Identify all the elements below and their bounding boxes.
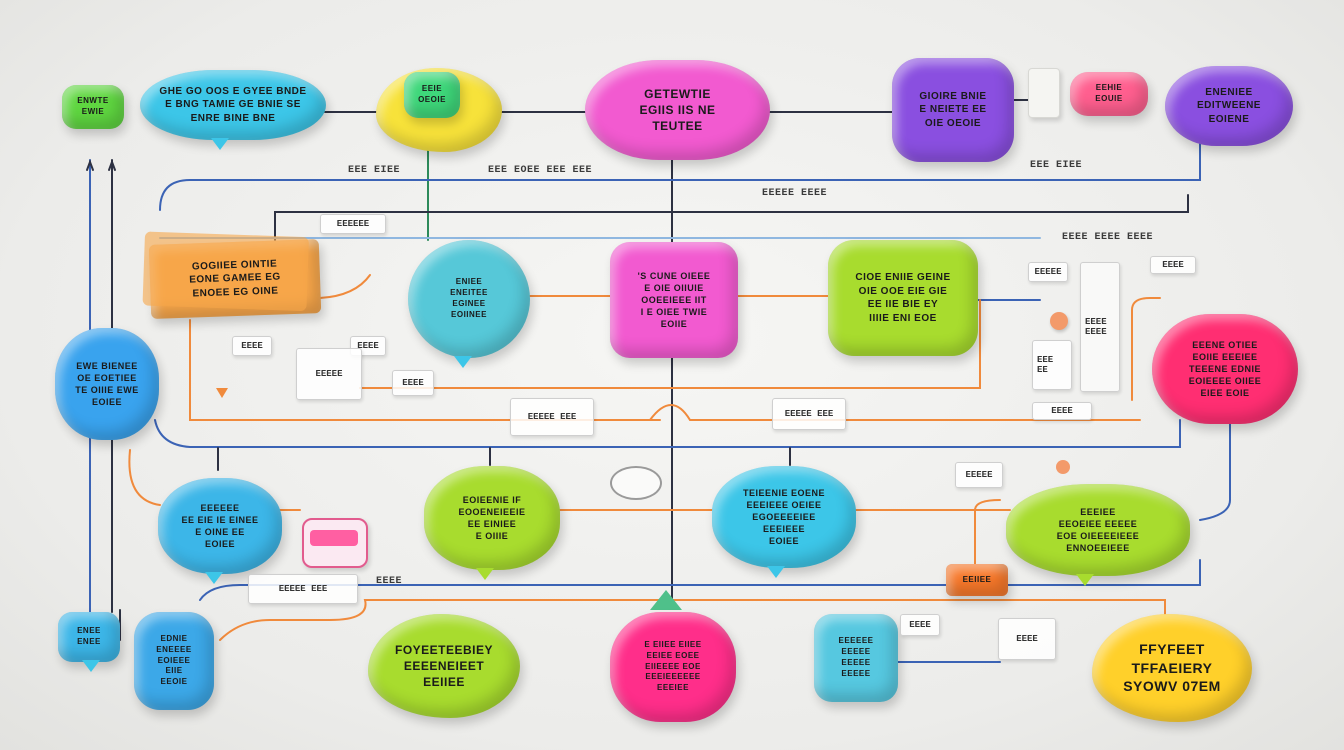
status-dot-icon — [1050, 312, 1068, 330]
flow-node[interactable]: EOIEENIE IF EOOENEIEEIE EE EINIEE E OIII… — [424, 466, 560, 580]
flow-node[interactable]: ENEE ENEE — [58, 612, 120, 672]
wire — [649, 404, 1141, 421]
flow-node[interactable]: GIOIRE BNIE E NEIETE EE OIE OEOIE — [892, 58, 1014, 162]
link-icon — [610, 466, 662, 500]
flow-node[interactable]: CIOE ENIIE GEINE OIE OOE EIE GIE EE IIE … — [828, 240, 978, 356]
flow-node[interactable]: GOGIIEE OINTIE EONE GAMEE EG ENOEE EG OI… — [148, 239, 322, 319]
wire — [1199, 419, 1231, 521]
flow-node[interactable]: GETEWTIE EGIIS IIS NE TEUTEE — [585, 60, 770, 160]
annotation-note: EEEE — [392, 370, 434, 396]
chat-bubble-icon — [302, 518, 368, 568]
annotation-note: EEEE — [1032, 402, 1092, 420]
status-dot-icon — [1056, 460, 1070, 474]
wire — [86, 159, 94, 171]
flow-node[interactable]: FOYEETEEBIEY EEEENEIEET EEIIEE — [368, 614, 520, 718]
annotation-note: EEEE — [900, 614, 940, 636]
flow-node[interactable]: EDNIE ENEEEE EOIEEE EIIE EEOIE — [134, 612, 214, 710]
annotation-note: EEEEE EEE — [510, 398, 594, 436]
chat-bubble-fill — [310, 530, 358, 546]
flow-node[interactable]: EEENE OTIEE EOIIE EEEIEE TEEENE EDNIE EO… — [1152, 314, 1298, 424]
annotation-note: EEEEE — [1028, 262, 1068, 282]
sticky-note-icon — [1028, 68, 1060, 118]
wire — [359, 299, 981, 389]
wire — [974, 499, 1001, 566]
connector-label: EEEEE EEEE — [762, 188, 828, 199]
connector-label: EEE EIEE — [348, 165, 401, 176]
flow-node[interactable]: EEIE OEOIE — [404, 72, 460, 118]
wire — [219, 599, 1166, 641]
arrow-down-icon — [216, 388, 228, 398]
flow-node[interactable]: EEEEEE EEEEE EEEEE EEEEE — [814, 614, 898, 702]
flow-node[interactable]: FFYFEET TFFAEIERY SYOWV 07EM — [1092, 614, 1252, 722]
wire — [274, 194, 1189, 241]
flow-node[interactable]: EEEEEE EE EIE IE EINEE E OINE EE EOIEE — [158, 478, 282, 584]
flow-node[interactable]: 'S CUNE OIEEE E OIE OIIUIE OOEEIEEE IIT … — [610, 242, 738, 358]
annotation-note: EEE EE — [1032, 340, 1072, 390]
flow-node[interactable]: ENIEE ENEITEE EGINEE EOIINEE — [408, 240, 530, 368]
connector-label: EEEE EEEE EEEE — [1062, 232, 1154, 243]
wire — [154, 419, 1181, 448]
annotation-note: EEEE EEEE — [1080, 262, 1120, 392]
connector-label: EEE EOEE EEE EEE — [488, 165, 593, 176]
annotation-note: EEEE — [998, 618, 1056, 660]
annotation-note: EEEEE — [296, 348, 362, 400]
wire — [128, 449, 161, 506]
annotation-note: EEEEE — [955, 462, 1003, 488]
flow-node[interactable]: EEIIEE — [946, 564, 1008, 596]
annotation-note: EEEE — [1150, 256, 1196, 274]
flow-node[interactable]: EWE BIENEE OE EOETIEE TE OIIIE EWE EOIEE — [55, 328, 159, 440]
flow-node[interactable]: EEEIEE EEOEIEE EEEEE EOE OIEEEEIEEE ENNO… — [1006, 484, 1190, 586]
annotation-note: EEEEEE — [320, 214, 386, 234]
triangle-marker-icon — [650, 590, 682, 610]
annotation-note: EEEEE EEE — [772, 398, 846, 430]
flow-node[interactable]: ENENIEE EDITWEENE EOIENE — [1165, 66, 1293, 146]
wire — [199, 559, 1201, 601]
wire — [189, 319, 661, 421]
connector-label: EEEE — [376, 576, 403, 587]
wire — [108, 159, 116, 171]
annotation-note: EEEE — [232, 336, 272, 356]
flow-node[interactable]: EEHIE EOUIE — [1070, 72, 1148, 116]
flow-node[interactable]: TEIEENIE EOENE EEEIEEE OEIEE EGOEEEEIEE … — [712, 466, 856, 578]
wire — [1131, 297, 1161, 401]
annotation-note: EEEEE EEE — [248, 574, 358, 604]
flow-node[interactable]: GHE GO OOS E GYEE BNDE E BNG TAMIE GE BN… — [140, 70, 326, 150]
wire — [159, 139, 1201, 211]
connector-label: EEE EIEE — [1030, 160, 1083, 171]
flow-node[interactable]: E EIIEE EIIEE EEIEE EOEE EIIEEEE EOE EEE… — [610, 612, 736, 722]
flow-node[interactable]: ENWTE EWIE — [62, 85, 124, 129]
wire — [319, 274, 371, 299]
